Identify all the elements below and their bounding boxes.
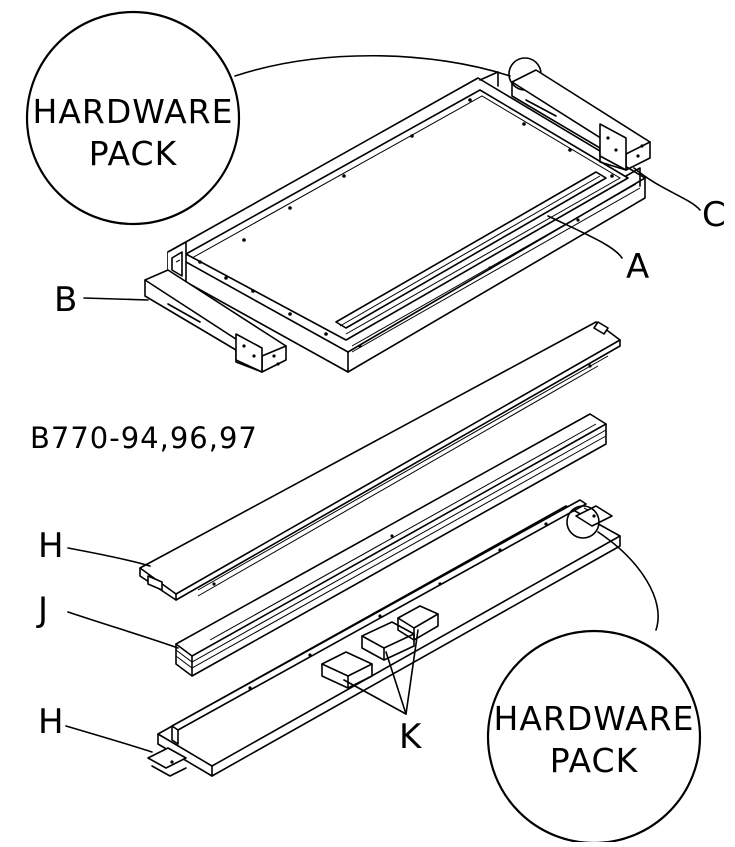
label-b: B (54, 280, 149, 320)
label-c: C (633, 167, 726, 235)
label-a: A (547, 215, 649, 287)
hardware-pack-bottom-callout-circle (566, 505, 600, 539)
hardware-pack-bottom-line1: HARDWARE (494, 699, 695, 738)
rail-c (511, 69, 651, 171)
hardware-pack-top: HARDWARE PACK (25, 10, 542, 226)
hardware-pack-top-line1: HARDWARE (33, 92, 234, 131)
label-j-text: J (36, 590, 48, 630)
label-h-top-text: H (38, 526, 64, 566)
blocks-k (321, 605, 439, 689)
label-c-text: C (702, 195, 726, 235)
board-j (175, 413, 607, 677)
frame-a (167, 71, 646, 373)
label-k-text: K (399, 717, 423, 757)
hardware-pack-bottom-leader (597, 531, 659, 631)
hardware-pack-top-line2: PACK (89, 134, 178, 173)
board-h-top (139, 321, 621, 601)
rail-b (144, 269, 287, 373)
hardware-pack-top-leader (234, 54, 511, 77)
label-k: K (343, 629, 423, 757)
label-h-bottom-text: H (38, 702, 64, 742)
model-number: B770-94,96,97 (30, 421, 258, 455)
hardware-pack-bottom-line2: PACK (550, 741, 639, 780)
label-h-top: H (38, 526, 151, 567)
label-h-bottom: H (38, 702, 153, 753)
label-b-text: B (54, 280, 77, 320)
label-a-text: A (626, 247, 649, 287)
label-j: J (36, 590, 179, 649)
